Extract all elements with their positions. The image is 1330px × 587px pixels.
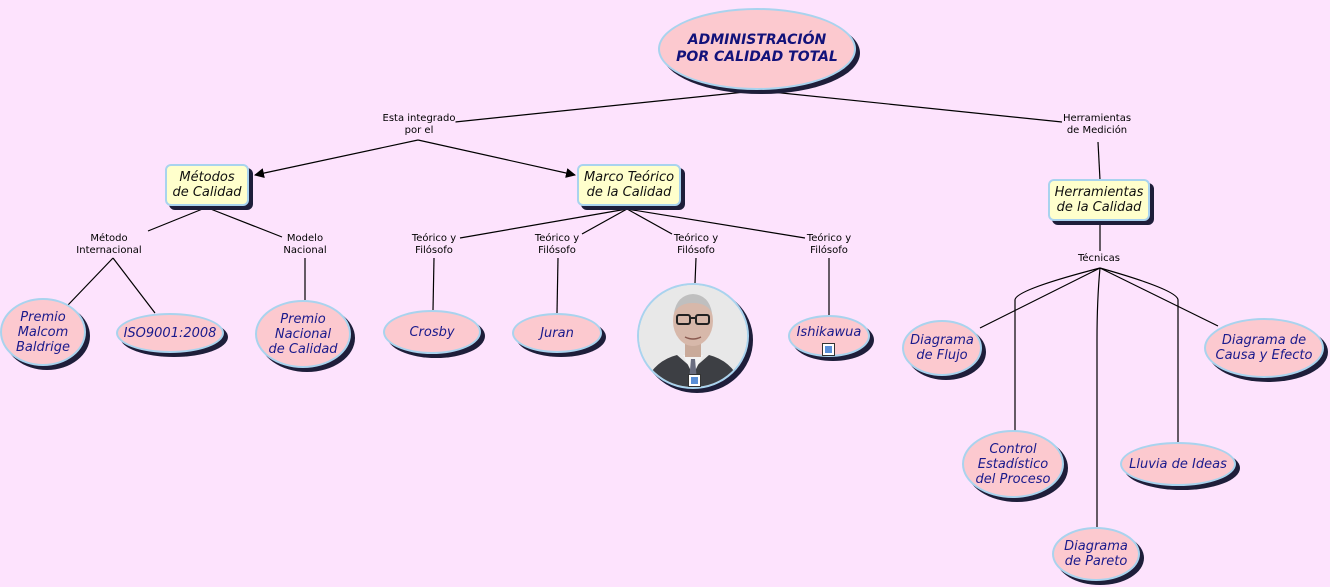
portrait-photo[interactable] <box>637 283 749 389</box>
concept-baldrige-label: Premio Malcom Baldrige <box>16 309 70 355</box>
concept-ishikawua[interactable]: Ishikawua <box>788 315 870 357</box>
concept-juran-label: Juran <box>540 325 574 341</box>
concept-premio-nacional-label: Premio Nacional de Calidad <box>268 311 338 357</box>
concept-causa-efecto[interactable]: Diagrama de Causa y Efecto <box>1204 318 1324 378</box>
link-label-teorico-2: Teórico y Filósofo <box>534 233 580 257</box>
concept-marco-teorico[interactable]: Marco Teórico de la Calidad <box>577 164 681 206</box>
concept-lluvia-label: Lluvia de Ideas <box>1129 456 1227 472</box>
root-concept[interactable]: ADMINISTRACIÓN POR CALIDAD TOTAL <box>658 8 856 90</box>
concept-marco-label: Marco Teórico de la Calidad <box>583 170 675 200</box>
root-concept-label: ADMINISTRACIÓN POR CALIDAD TOTAL <box>676 32 838 65</box>
concept-lluvia-de-ideas[interactable]: Lluvia de Ideas <box>1120 442 1236 486</box>
concept-premio-malcom-baldrige[interactable]: Premio Malcom Baldrige <box>0 298 86 366</box>
concept-flujo-label: Diagrama de Flujo <box>910 333 974 363</box>
concept-pareto-label: Diagrama de Pareto <box>1064 539 1128 569</box>
link-label-metodo-internacional: Método Internacional <box>76 233 142 257</box>
concept-iso9001[interactable]: ISO9001:2008 <box>116 313 224 353</box>
link-label-tecnicas: Técnicas <box>1077 253 1121 265</box>
concept-ishikawua-label: Ishikawua <box>796 325 862 340</box>
concept-diagrama-de-flujo[interactable]: Diagrama de Flujo <box>902 320 982 376</box>
concept-metodos-de-calidad[interactable]: Métodos de Calidad <box>165 164 249 206</box>
link-label-modelo-nacional: Modelo Nacional <box>283 233 327 257</box>
concept-causa-efecto-label: Diagrama de Causa y Efecto <box>1215 333 1313 363</box>
concept-herramientas-label: Herramientas de la Calidad <box>1054 185 1144 215</box>
concept-control-estadistico[interactable]: Control Estadístico del Proceso <box>962 430 1064 498</box>
concept-herramientas-de-la-calidad[interactable]: Herramientas de la Calidad <box>1048 179 1150 221</box>
concept-crosby-label: Crosby <box>409 324 455 340</box>
document-icon[interactable] <box>688 374 701 387</box>
link-label-herramientas-medicion: Herramientas de Medición <box>1062 113 1132 137</box>
concept-juran[interactable]: Juran <box>512 313 602 353</box>
concept-crosby[interactable]: Crosby <box>383 310 481 354</box>
portrait-image <box>639 285 747 387</box>
link-label-teorico-4: Teórico y Filósofo <box>806 233 852 257</box>
link-label-teorico-1: Teórico y Filósofo <box>411 233 457 257</box>
concept-iso-label: ISO9001:2008 <box>123 325 217 341</box>
concept-metodos-label: Métodos de Calidad <box>172 170 242 200</box>
concept-diagrama-de-pareto[interactable]: Diagrama de Pareto <box>1052 527 1140 581</box>
link-label-teorico-3: Teórico y Filósofo <box>673 233 719 257</box>
concept-control-label: Control Estadístico del Proceso <box>975 441 1051 487</box>
link-label-integrado: Esta integrado por el <box>382 113 456 137</box>
image-icon[interactable] <box>822 343 835 356</box>
concept-premio-nacional[interactable]: Premio Nacional de Calidad <box>255 300 351 368</box>
